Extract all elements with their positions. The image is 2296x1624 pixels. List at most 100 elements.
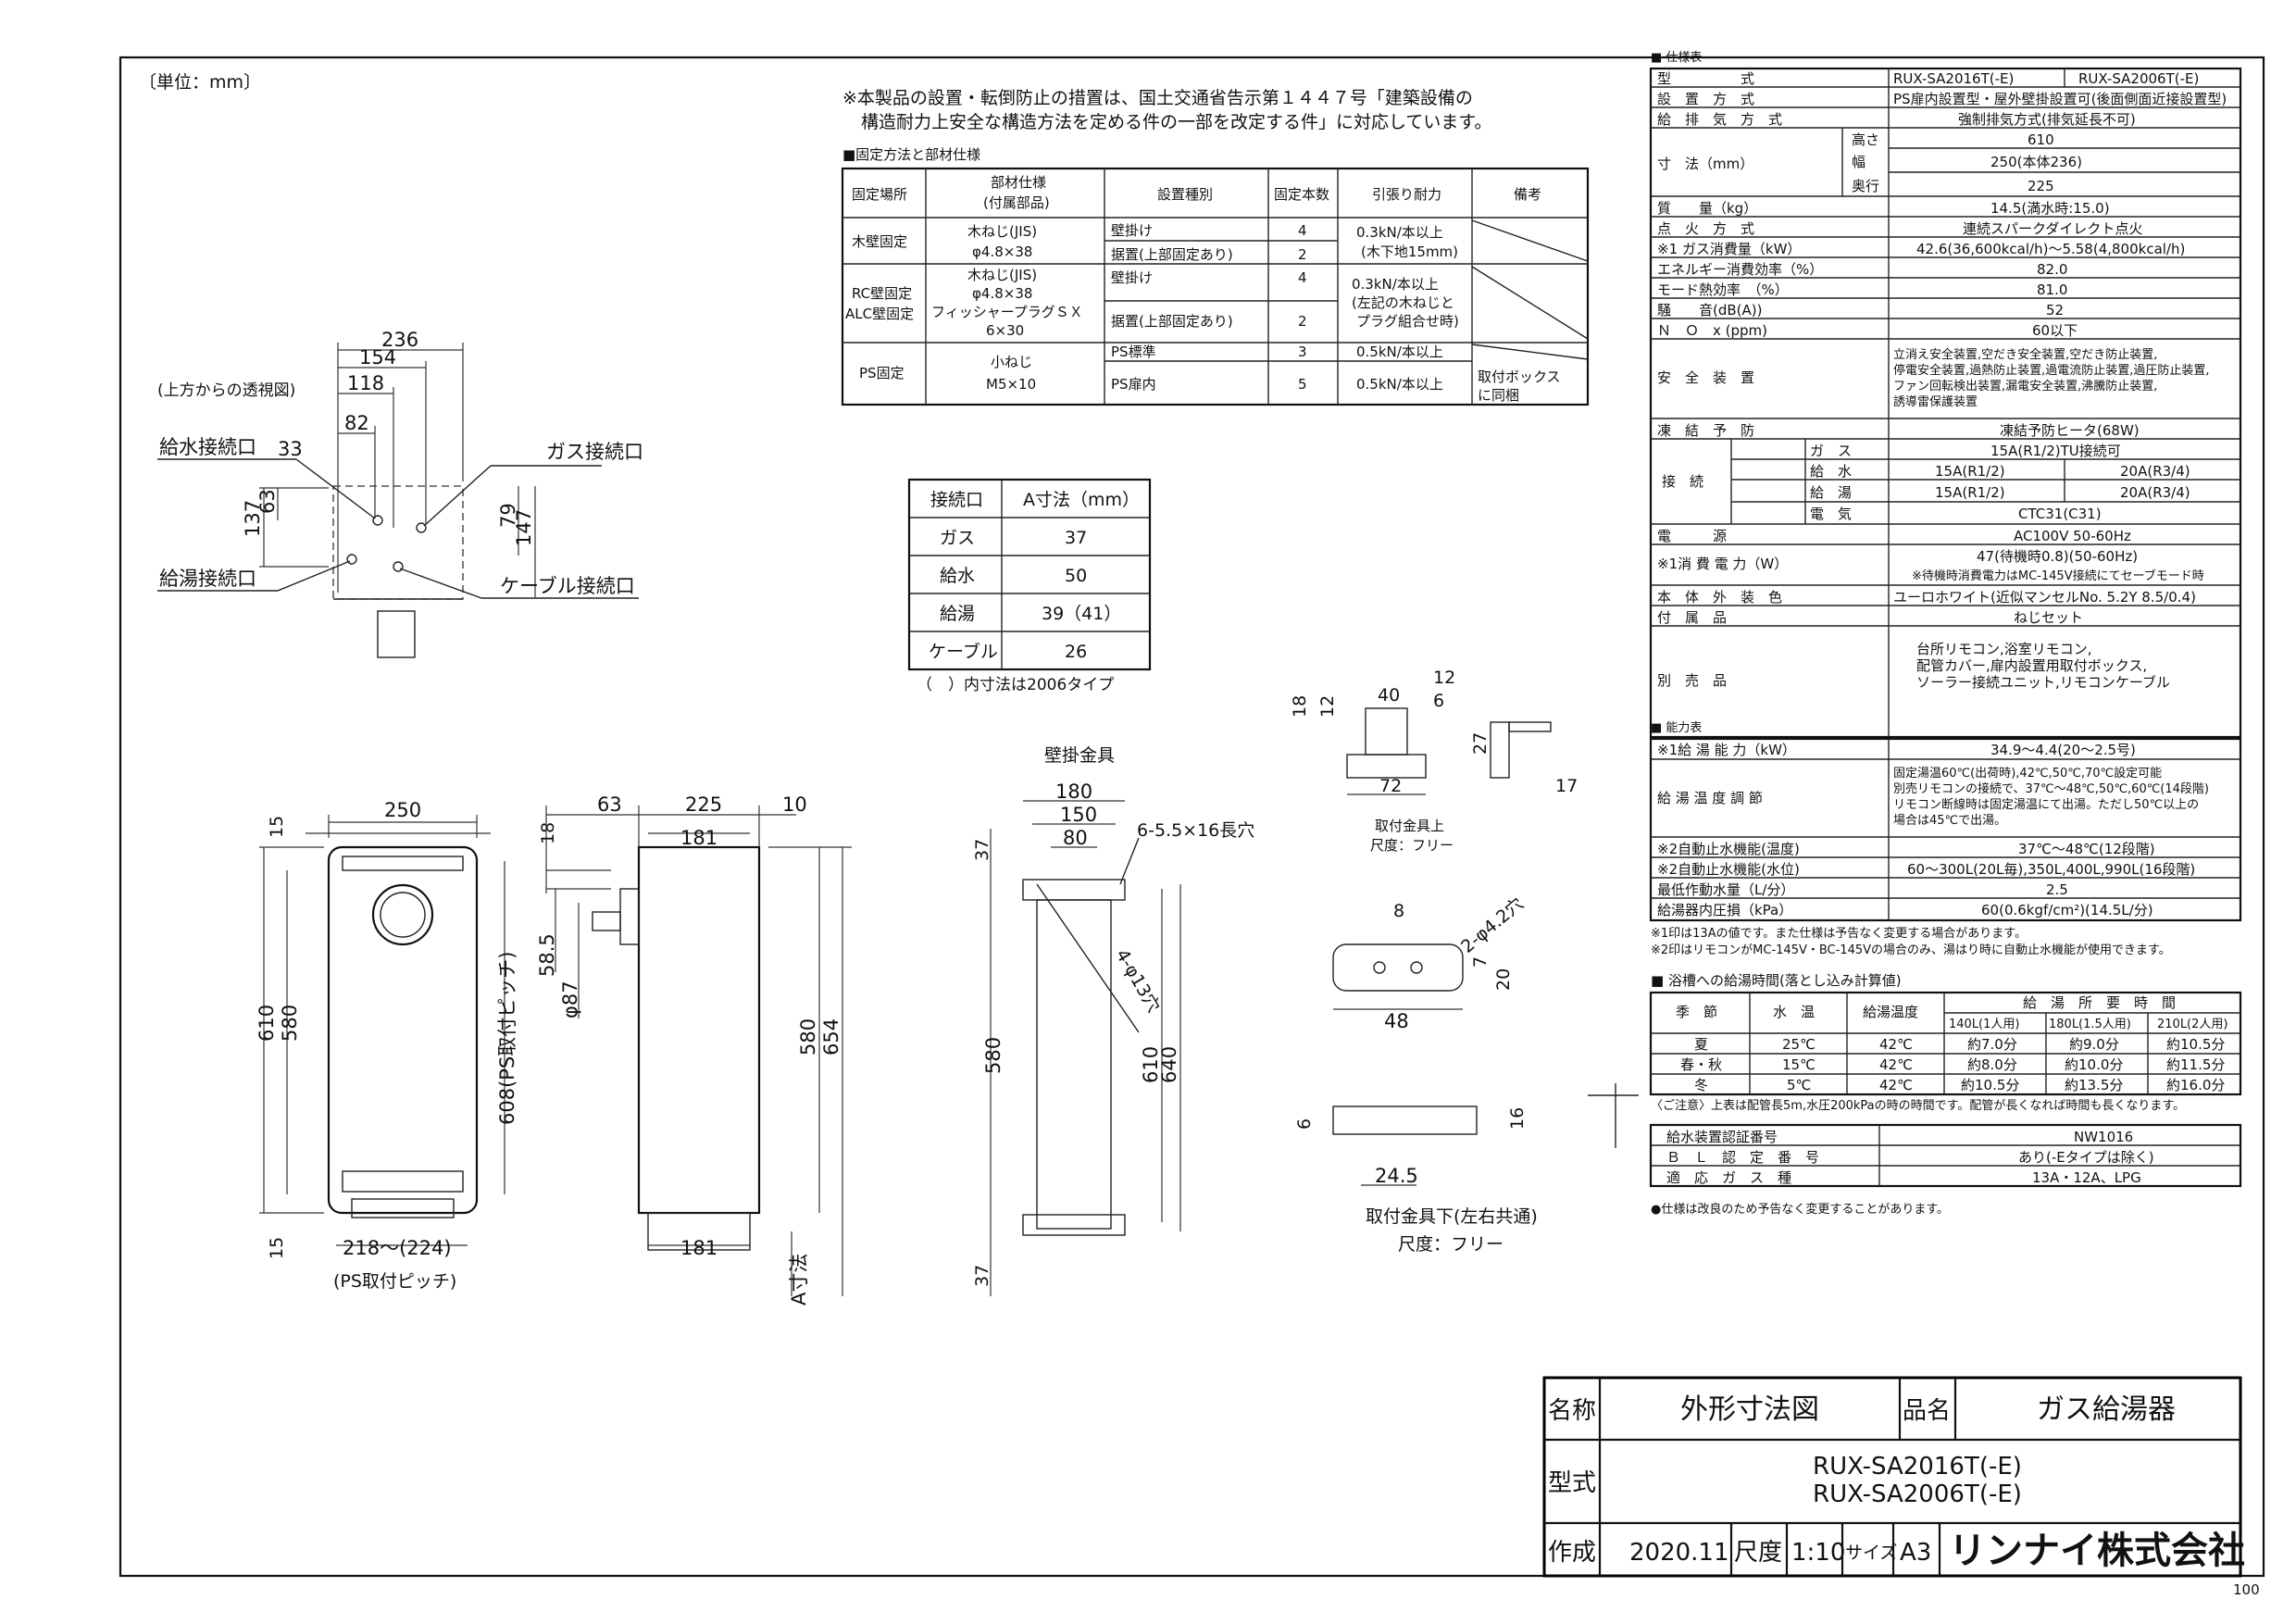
svg-text:リモコン断線時は固定湯温にて出湯。ただし50℃以上の: リモコン断線時は固定湯温にて出湯。ただし50℃以上の xyxy=(1893,797,2199,812)
svg-text:給湯器内圧損（kPa）: 給湯器内圧損（kPa） xyxy=(1657,902,1792,918)
svg-text:ソーラー接続ユニット,リモコンケーブル: ソーラー接続ユニット,リモコンケーブル xyxy=(1916,674,2170,691)
svg-text:118: 118 xyxy=(347,372,384,394)
svg-text:質 量（kg）: 質 量（kg） xyxy=(1657,200,1757,217)
unit-note: 〔単位：mm〕 xyxy=(139,72,261,93)
svg-text:60～300L(20L毎),350L,400L,990L(1: 60～300L(20L毎),350L,400L,990L(16段階) xyxy=(1907,861,2195,878)
svg-text:47(待機時0.8)(50-60Hz): 47(待機時0.8)(50-60Hz) xyxy=(1977,548,2138,565)
fix-table: ■固定方法と部材仕様 固定場所 部材仕様 (付属部品) 設置種別 固定本数 引張… xyxy=(841,146,1590,406)
svg-text:約11.5分: 約11.5分 xyxy=(2166,1056,2225,1073)
svg-text:水 温: 水 温 xyxy=(1773,1004,1815,1020)
svg-text:39（41）: 39（41） xyxy=(1042,604,1121,624)
tb-model-label: 型式 xyxy=(1548,1469,1596,1497)
fix-h-note: 備考 xyxy=(1514,186,1541,203)
svg-text:6: 6 xyxy=(1433,691,1444,711)
svg-text:据置(上部固定あり): 据置(上部固定あり) xyxy=(1111,246,1233,263)
svg-text:PS扉内設置型・屋外壁掛設置可(後面側面近接設置型): PS扉内設置型・屋外壁掛設置可(後面側面近接設置型) xyxy=(1893,91,2227,107)
svg-text:3: 3 xyxy=(1298,344,1307,360)
svg-text:約16.0分: 約16.0分 xyxy=(2166,1077,2225,1093)
svg-text:高さ: 高さ xyxy=(1852,131,1879,148)
svg-text:※2自動止水機能(水位): ※2自動止水機能(水位) xyxy=(1657,861,1800,878)
svg-text:奥行: 奥行 xyxy=(1852,178,1879,194)
svg-text:RC壁固定: RC壁固定 xyxy=(852,285,912,302)
svg-text:4: 4 xyxy=(1298,222,1307,239)
front-view: 250 610 580 15 15 608(PS取付ピッチ) 218～(224)… xyxy=(256,799,518,1292)
svg-text:(左記の木ねじと: (左記の木ねじと xyxy=(1352,294,1454,311)
svg-text:■ 仕様表: ■ 仕様表 xyxy=(1651,51,1702,65)
svg-text:37: 37 xyxy=(972,1265,992,1287)
svg-text:PS標準: PS標準 xyxy=(1111,344,1156,360)
svg-text:連続スパークダイレクト点火: 連続スパークダイレクト点火 xyxy=(1963,220,2142,237)
svg-text:給湯温度: 給湯温度 xyxy=(1863,1004,1918,1020)
svg-text:プラグ組合せ時): プラグ組合せ時) xyxy=(1356,313,1459,330)
svg-text:に同梱: に同梱 xyxy=(1478,387,1519,404)
svg-text:15: 15 xyxy=(267,816,287,838)
svg-text:季 節: 季 節 xyxy=(1676,1004,1717,1020)
svg-text:ユーロホワイト(近似マンセルNo. 5.2Y 8.5/0.4: ユーロホワイト(近似マンセルNo. 5.2Y 8.5/0.4) xyxy=(1893,589,2196,606)
svg-text:79: 79 xyxy=(497,503,519,528)
svg-text:4: 4 xyxy=(1298,269,1307,286)
svg-text:180L(1.5人用): 180L(1.5人用) xyxy=(2049,1018,2131,1031)
tb-product-label: 品名 xyxy=(1903,1397,1951,1425)
svg-text:ガス接続口: ガス接続口 xyxy=(546,441,643,463)
svg-text:給 湯 温 度 調 節: 給 湯 温 度 調 節 xyxy=(1657,790,1763,806)
tb-made-label: 作成 xyxy=(1548,1539,1596,1567)
svg-text:2-φ4.2穴: 2-φ4.2穴 xyxy=(1457,893,1528,957)
svg-text:0.3kN/本以上: 0.3kN/本以上 xyxy=(1352,276,1439,293)
svg-text:14.5(満水時:15.0): 14.5(満水時:15.0) xyxy=(1990,200,2110,217)
svg-text:■ 能力表: ■ 能力表 xyxy=(1651,721,1702,735)
conn-h2: A寸法（mm） xyxy=(1023,490,1140,510)
svg-text:場合は45℃で出湯。: 場合は45℃で出湯。 xyxy=(1893,814,2006,828)
fix-h-count: 固定本数 xyxy=(1274,186,1329,203)
side-view: 63 225 10 181 18 58.5 φ87 580 654 181 A寸… xyxy=(536,793,852,1305)
svg-text:※2自動止水機能(温度): ※2自動止水機能(温度) xyxy=(1657,841,1800,857)
svg-text:60以下: 60以下 xyxy=(2032,322,2078,339)
svg-text:■ 浴槽への給湯時間(落とし込み計算値): ■ 浴槽への給湯時間(落とし込み計算値) xyxy=(1651,972,1902,989)
svg-text:騒 音(dB(A)): 騒 音(dB(A)) xyxy=(1657,302,1762,319)
svg-text:※1給 湯 能 力（kW）: ※1給 湯 能 力（kW） xyxy=(1657,742,1796,758)
ability-table: ■ 能力表 ※1給 湯 能 力（kW） 34.9～4.4(20～2.5号) 給 … xyxy=(1649,721,2242,957)
svg-text:(上方からの透視図): (上方からの透視図) xyxy=(157,381,295,400)
svg-text:48: 48 xyxy=(1384,1010,1409,1032)
svg-text:PS固定: PS固定 xyxy=(859,365,905,381)
svg-text:木ねじ(JIS): 木ねじ(JIS) xyxy=(967,267,1037,283)
svg-text:72: 72 xyxy=(1379,776,1402,796)
svg-text:25℃: 25℃ xyxy=(1782,1036,1816,1053)
svg-text:給水装置認証番号: 給水装置認証番号 xyxy=(1666,1129,1778,1145)
svg-text:約7.0分: 約7.0分 xyxy=(1967,1036,2017,1053)
svg-text:壁掛け: 壁掛け xyxy=(1111,222,1153,239)
svg-text:別 売 品: 別 売 品 xyxy=(1657,672,1727,689)
svg-text:6×30: 6×30 xyxy=(986,322,1024,339)
svg-text:設 置 方 式: 設 置 方 式 xyxy=(1657,91,1754,107)
svg-text:給 湯: 給 湯 xyxy=(1810,484,1852,501)
svg-text:凍結予防ヒータ(68W): 凍結予防ヒータ(68W) xyxy=(2000,422,2140,439)
svg-text:●仕様は改良のため予告なく変更することがあります。: ●仕様は改良のため予告なく変更することがあります。 xyxy=(1651,1202,1949,1217)
tb-size: A3 xyxy=(1900,1539,1931,1567)
spec-table: ■ 仕様表 型 式 RUX-SA2016T(-E) RUX-SA2006T(-E… xyxy=(1649,51,2242,739)
svg-text:17: 17 xyxy=(1555,776,1578,796)
svg-text:137: 137 xyxy=(242,500,264,537)
svg-text:給湯接続口: 給湯接続口 xyxy=(159,568,256,590)
cert-table: 給水装置認証番号 NW1016 Ｂ Ｌ 認 定 番 号 あり(-Eタイプは除く)… xyxy=(1649,1123,2242,1217)
svg-text:608(PS取付ピッチ): 608(PS取付ピッチ) xyxy=(496,952,518,1125)
svg-text:2.5: 2.5 xyxy=(2046,881,2068,898)
svg-text:約13.5分: 約13.5分 xyxy=(2065,1077,2123,1093)
svg-text:尺度：フリー: 尺度：フリー xyxy=(1398,1234,1504,1255)
svg-text:82.0: 82.0 xyxy=(2037,261,2067,278)
svg-text:58.5: 58.5 xyxy=(536,933,558,977)
svg-text:安 全 装 置: 安 全 装 置 xyxy=(1657,369,1754,386)
svg-text:給 湯 所 要 時 間: 給 湯 所 要 時 間 xyxy=(2023,994,2176,1011)
svg-text:20A(R3/4): 20A(R3/4) xyxy=(2120,463,2190,480)
svg-text:18: 18 xyxy=(538,822,558,844)
svg-text:約10.5分: 約10.5分 xyxy=(2166,1036,2225,1053)
svg-text:42℃: 42℃ xyxy=(1879,1056,1913,1073)
svg-text:42℃: 42℃ xyxy=(1879,1036,1913,1053)
svg-text:据置(上部固定あり): 据置(上部固定あり) xyxy=(1111,313,1233,330)
svg-text:ケーブル: ケーブル xyxy=(929,641,998,662)
conn-table: 接続口 A寸法（mm） ガス 37 給水 50 給湯 39（41） ケーブル 2… xyxy=(907,478,1152,694)
svg-text:210L(2人用): 210L(2人用) xyxy=(2157,1018,2227,1031)
svg-text:181: 181 xyxy=(680,1237,718,1259)
svg-text:18: 18 xyxy=(1290,695,1310,718)
svg-text:付 属 品: 付 属 品 xyxy=(1657,609,1727,626)
svg-text:取付金具下(左右共通): 取付金具下(左右共通) xyxy=(1366,1206,1538,1227)
